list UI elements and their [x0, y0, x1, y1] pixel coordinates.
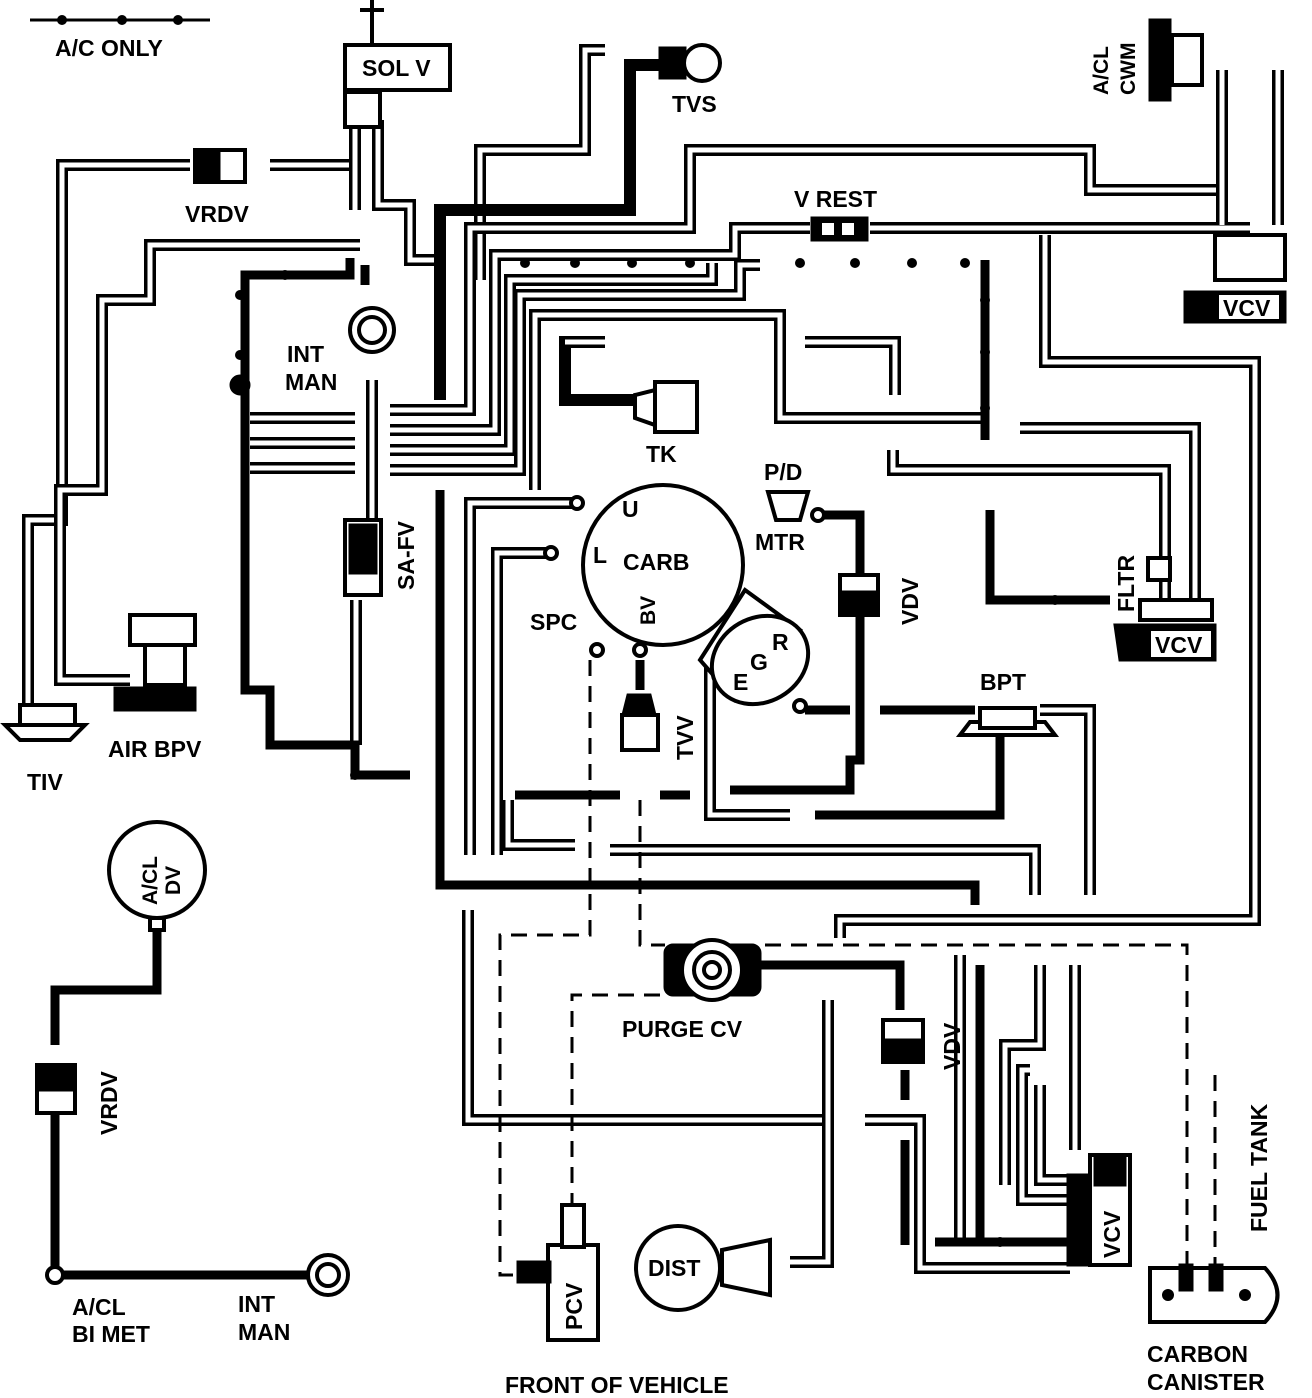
acl-bimet: A/CL BI MET: [45, 1265, 150, 1347]
hose-network: [22, 44, 1284, 1274]
acl-bimet-label-2: BI MET: [72, 1321, 150, 1347]
tvs-thermal-vacuum-switch: TVS: [658, 43, 722, 117]
v-rest-restrictor: V REST: [794, 186, 877, 242]
fuel-tank-label: FUEL TANK: [1246, 1103, 1272, 1232]
vrdv-bottom-label: VRDV: [96, 1070, 122, 1135]
tk-throttle-kicker: TK: [633, 380, 699, 467]
sol-v-solenoid: SOL V: [343, 0, 452, 129]
carb-label: CARB: [623, 549, 689, 575]
ac-only-legend: A/C ONLY: [30, 15, 210, 61]
acl-dv-label-1: A/CL: [139, 856, 162, 905]
egr-valve: E G R: [709, 613, 811, 714]
egr-label-r: R: [772, 629, 789, 655]
int-man-bottom-label-2: MAN: [238, 1319, 290, 1345]
distributor: DIST: [634, 1224, 772, 1312]
fltr-vcv-mid: VCV FLTR: [1113, 555, 1217, 662]
int-man-top-junction: INT MAN: [229, 306, 396, 396]
front-of-vehicle-label: FRONT OF VEHICLE: [505, 1372, 729, 1398]
tiv-label: TIV: [27, 769, 63, 795]
v-rest-label: V REST: [794, 186, 877, 212]
egr-label-e: E: [733, 669, 748, 695]
acl-cwm-label-2: CWM: [1117, 43, 1140, 95]
carbon-canister-label-1: CARBON: [1147, 1341, 1248, 1367]
vcv-top-valve: VCV: [1183, 233, 1287, 324]
carb-port-bv: BV: [637, 596, 660, 625]
carbon-canister: CARBON CANISTER: [1147, 1263, 1280, 1395]
vdv-upper-label: VDV: [897, 577, 923, 625]
dist-label: DIST: [648, 1255, 700, 1281]
tvv-label: TVV: [672, 715, 698, 760]
acl-cwm: A/CL CWM: [1090, 18, 1204, 102]
tvs-label: TVS: [672, 91, 717, 117]
acl-cwm-label-1: A/CL: [1090, 46, 1113, 95]
int-man-top-label-1: INT: [287, 341, 324, 367]
ac-only-label: A/C ONLY: [55, 35, 163, 61]
hose-connector-dots: [235, 258, 1060, 1247]
tvv-valve: TVV: [620, 693, 698, 760]
vcv-mid-label: VCV: [1155, 632, 1203, 658]
acl-dv: A/CL DV: [107, 820, 207, 932]
acl-dv-label-2: DV: [162, 866, 185, 895]
dashed-lines: [498, 660, 1217, 1277]
tiv-valve: TIV: [0, 703, 90, 795]
vdv-lower-valve: VDV: [881, 1018, 965, 1070]
sa-fv-valve: SA-FV: [343, 518, 419, 597]
fltr-label: FLTR: [1113, 555, 1139, 612]
carb-port-l: L: [593, 542, 607, 568]
carb-port-u: U: [622, 496, 639, 522]
air-bpv-label: AIR BPV: [108, 736, 202, 762]
vdv-upper-valve: VDV: [838, 573, 923, 625]
vcv-bottom-valve: VCV: [1066, 1153, 1132, 1267]
vrdv-top-valve: VRDV: [185, 148, 250, 227]
air-bpv-valve: AIR BPV: [108, 613, 202, 762]
pcv-valve: PCV: [516, 1203, 600, 1342]
egr-label-g: G: [750, 649, 768, 675]
bpt-transducer: BPT: [955, 669, 1060, 737]
purge-cv-valve: PURGE CV: [622, 938, 762, 1042]
vrdv-top-label: VRDV: [185, 201, 250, 227]
pd-label: P/D: [764, 459, 802, 485]
purge-cv-label: PURGE CV: [622, 1016, 743, 1042]
int-man-bottom: INT MAN: [238, 1253, 350, 1345]
mtr-label: MTR: [755, 529, 805, 555]
pd-mtr: P/D MTR: [755, 459, 826, 555]
sol-v-label: SOL V: [362, 55, 431, 81]
carbon-canister-label-2: CANISTER: [1147, 1369, 1265, 1395]
spc-label: SPC: [530, 609, 577, 635]
pcv-label: PCV: [561, 1282, 587, 1330]
vrdv-bottom-valve: VRDV: [35, 1063, 122, 1135]
bpt-label: BPT: [980, 669, 1026, 695]
acl-bimet-label-1: A/CL: [72, 1294, 126, 1320]
vcv-top-label: VCV: [1223, 295, 1271, 321]
int-man-top-label-2: MAN: [285, 369, 337, 395]
sa-fv-label: SA-FV: [393, 520, 419, 590]
vdv-lower-label: VDV: [939, 1022, 965, 1070]
int-man-bottom-label-1: INT: [238, 1291, 275, 1317]
tk-label: TK: [646, 441, 677, 467]
vcv-bottom-label: VCV: [1099, 1210, 1125, 1258]
